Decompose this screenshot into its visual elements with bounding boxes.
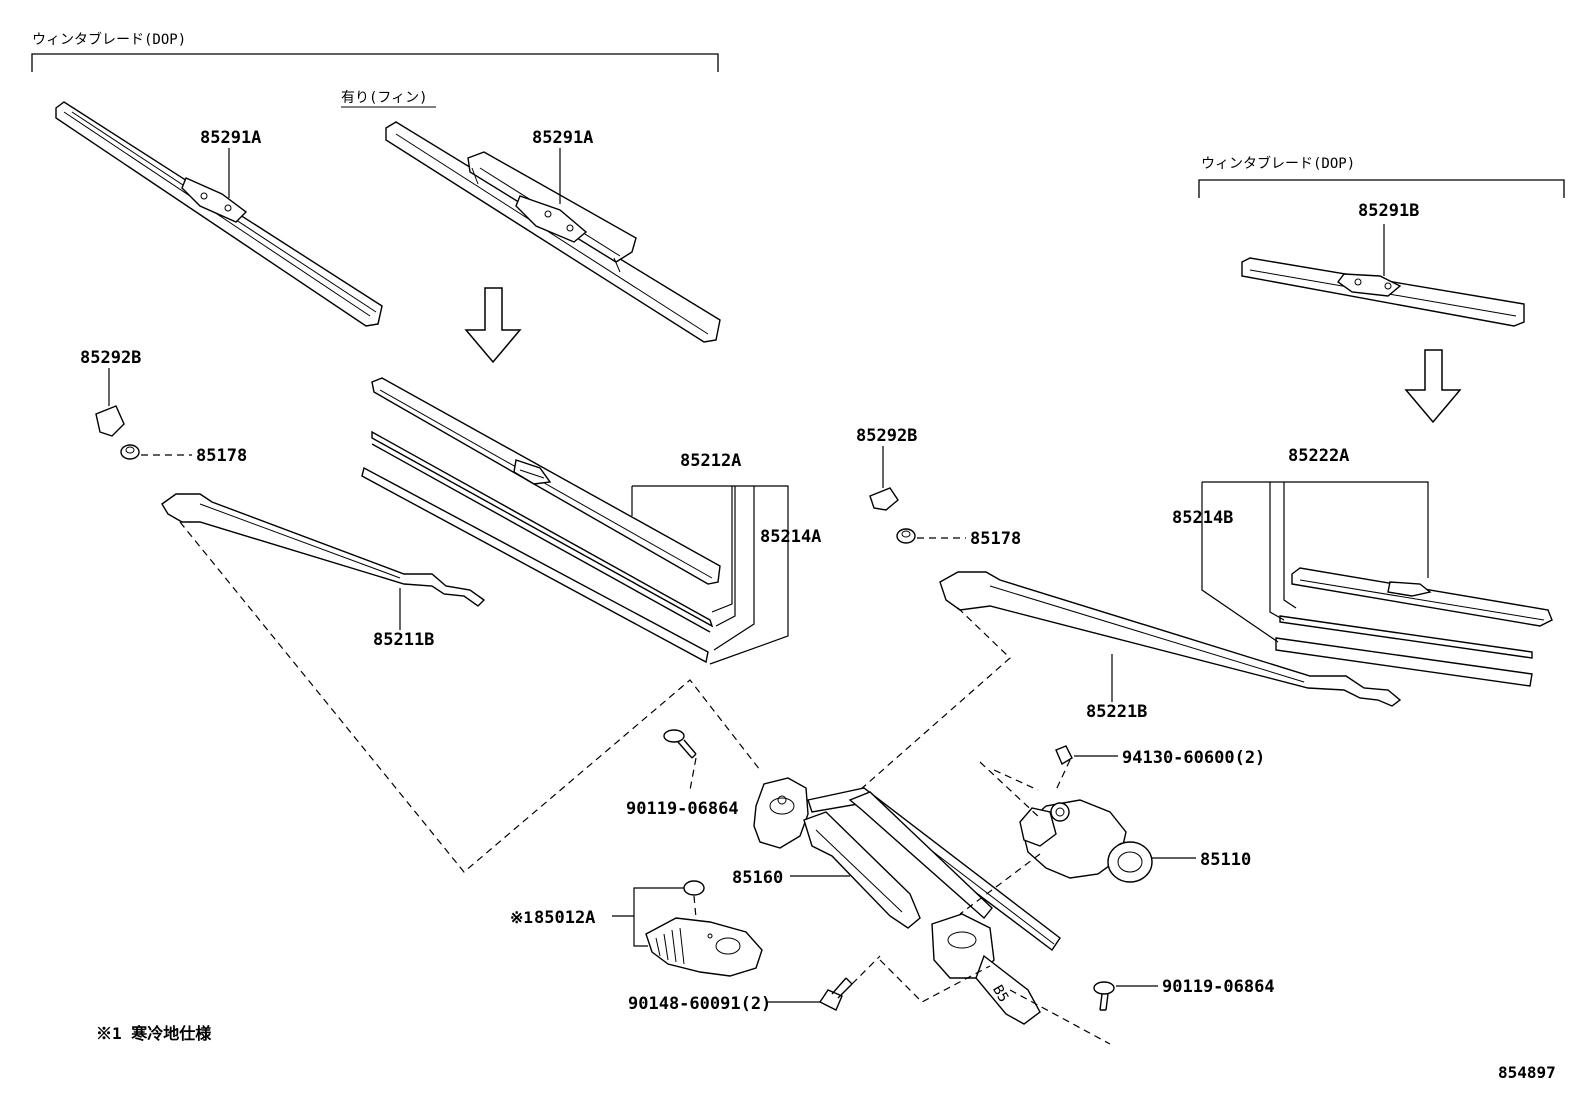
label-85211B: 85211B (373, 630, 434, 650)
label-85212A: 85212A (680, 451, 741, 471)
left-assembly-dashed-outline (179, 521, 761, 873)
down-arrow-left-icon (464, 287, 522, 364)
right-assembly-dashed-outline (859, 607, 1011, 791)
bolt-90119-lower (1093, 981, 1115, 1011)
label-85221B: 85221B (1086, 702, 1147, 722)
wiper-arm-left (161, 493, 486, 607)
nut-left (120, 444, 140, 460)
wiper-motor (1019, 799, 1153, 883)
winter-blade-right (1241, 257, 1525, 327)
dop-right-heading: ウィンタブレード(DOP) (1201, 155, 1355, 172)
winter-blade-left (55, 101, 383, 327)
label-85291A-1: 85291A (200, 128, 261, 148)
dop-right-bracket (1198, 179, 1565, 198)
wiper-arm-right (939, 571, 1402, 707)
wiper-refill-85214A (361, 430, 714, 664)
fin-heading: 有り(フィン) (341, 90, 428, 106)
label-85292B-1: 85292B (80, 348, 141, 368)
dop-left-bracket (31, 53, 719, 72)
label-85178-2: 85178 (970, 529, 1021, 549)
label-90148: 90148-60091(2) (628, 994, 771, 1014)
label-85214A: 85214A (760, 527, 821, 547)
label-85292B-2: 85292B (856, 426, 917, 446)
linkage-boot (645, 880, 763, 977)
leader-85012A (612, 887, 684, 947)
label-85214B: 85214B (1172, 508, 1233, 528)
label-85110: 85110 (1200, 850, 1251, 870)
arm-cap-right (869, 487, 899, 511)
label-94130: 94130-60600(2) (1122, 748, 1265, 768)
leader-85212A (631, 485, 789, 665)
label-85291B: 85291B (1358, 201, 1419, 221)
label-85222A: 85222A (1288, 446, 1349, 466)
footnote: ※1 寒冷地仕様 (96, 1024, 212, 1043)
leader-90119-1 (689, 757, 697, 791)
wiper-linkage: B5 (753, 777, 1061, 1025)
winter-blade-fin (385, 121, 721, 343)
label-85012A: 85012A (534, 908, 595, 928)
label-85160: 85160 (732, 868, 783, 888)
down-arrow-right-icon (1404, 349, 1462, 424)
label-85291A-2: 85291A (532, 128, 593, 148)
leader-85222A (1201, 481, 1429, 643)
label-90119-2: 90119-06864 (1162, 977, 1275, 997)
dop-left-heading: ウィンタブレード(DOP) (32, 31, 186, 48)
bolt-90119-upper (663, 729, 697, 759)
bolt-90148 (818, 977, 853, 1011)
nut-right (896, 528, 916, 544)
wiper-blade-85222A (1291, 567, 1553, 627)
label-85178-1: 85178 (196, 446, 247, 466)
linkage-dashed-outline (879, 959, 991, 1003)
arm-cap-left (95, 405, 125, 437)
wiper-blade-85212A (371, 377, 721, 585)
motor-dashed-outline (979, 759, 1071, 819)
diagram-id: 854897 (1498, 1063, 1556, 1082)
label-85012A-mark: ※1 (510, 908, 533, 927)
wiper-refill-85214B (1275, 615, 1533, 687)
bolt-90148-dashed (851, 955, 881, 985)
motor-dashed-lower (959, 853, 1041, 915)
label-90119-1: 90119-06864 (626, 799, 739, 819)
linkage-dashed-right (1009, 989, 1111, 1045)
nut-94130 (1055, 745, 1073, 766)
svg-text:B5: B5 (989, 983, 1011, 1006)
